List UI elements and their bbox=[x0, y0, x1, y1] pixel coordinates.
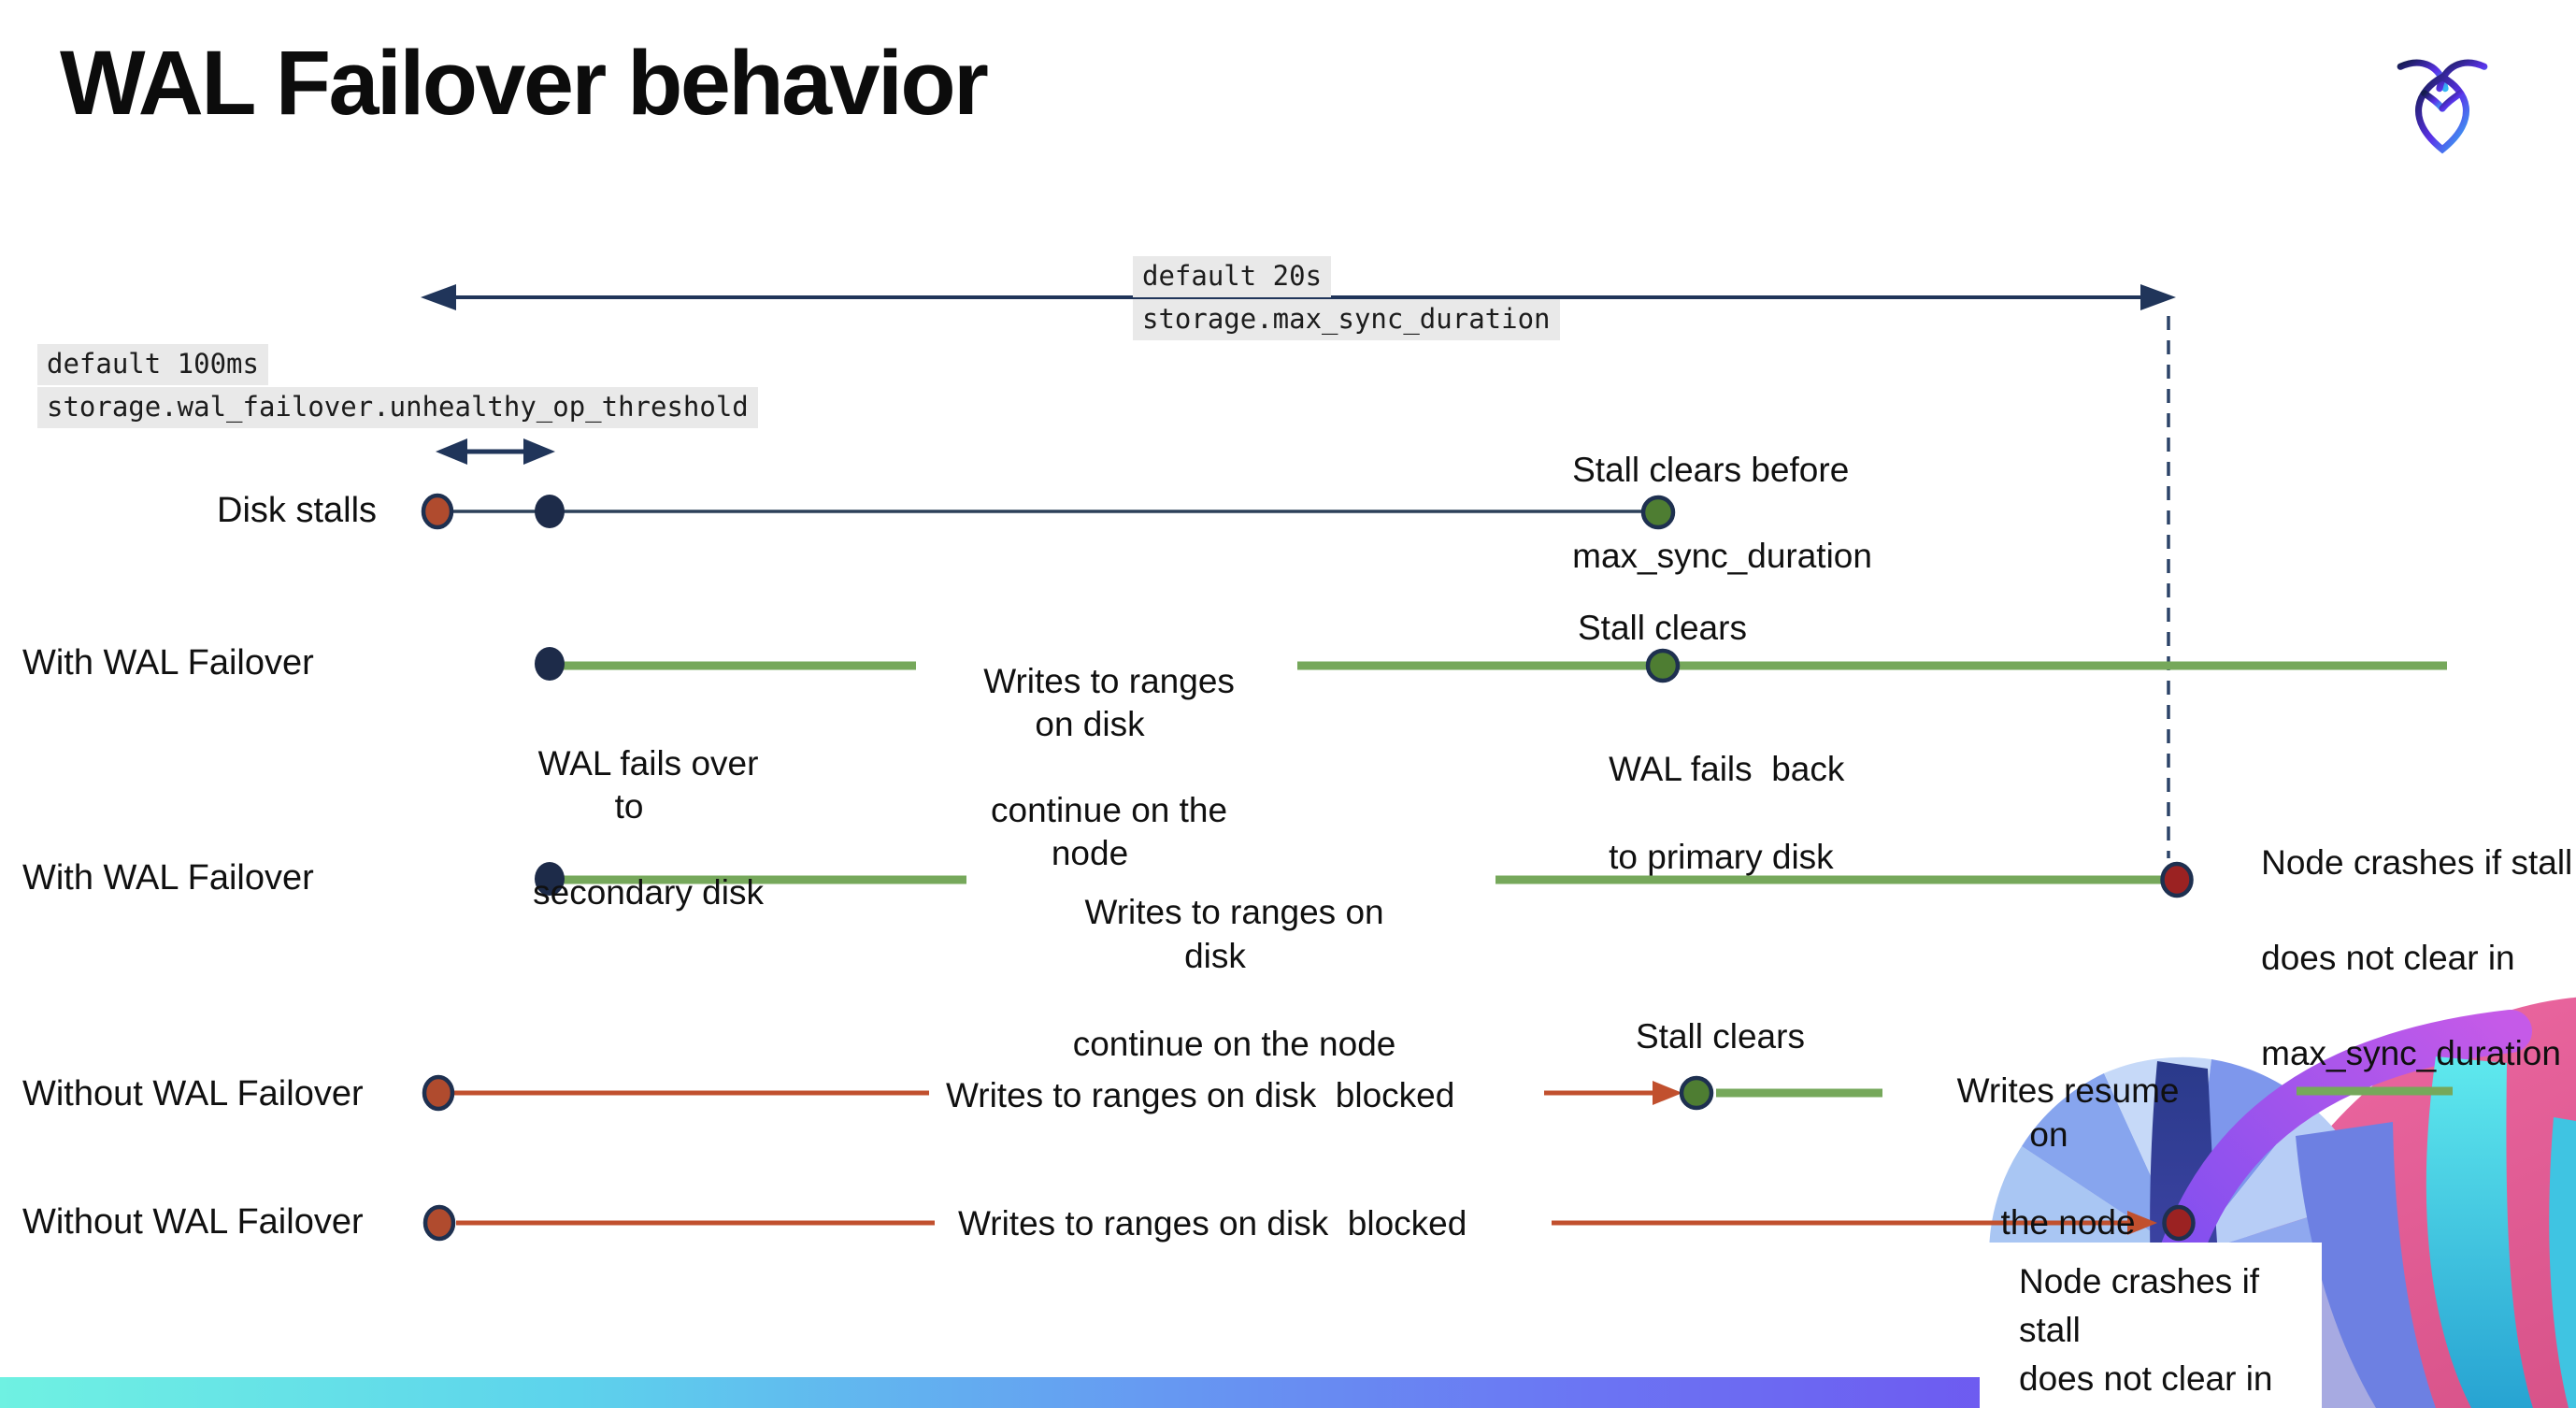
row5-stall-start-dot bbox=[422, 1204, 456, 1242]
setting-name: storage.max_sync_duration bbox=[1133, 299, 1560, 340]
annotation-line: Writes to ranges on disk bbox=[1084, 893, 1394, 975]
row2-stall-clears-dot bbox=[1645, 648, 1681, 683]
row1-failover-threshold-dot bbox=[535, 495, 565, 528]
cyan-leg-right bbox=[2549, 1117, 2576, 1408]
max-sync-duration-arrow bbox=[421, 284, 2176, 310]
annotation-line: does not clear in bbox=[2261, 939, 2515, 977]
arrowhead-left-icon bbox=[421, 284, 456, 310]
annotation-line: secondary disk bbox=[533, 873, 764, 912]
row5-crash-dot bbox=[2162, 1204, 2196, 1242]
row-label-with-wal-failover-2: With WAL Failover bbox=[22, 858, 314, 898]
annotation-line: does not clear in bbox=[2019, 1359, 2273, 1398]
row-label-without-wal-failover-1: Without WAL Failover bbox=[22, 1074, 364, 1113]
annotation-line: WAL fails back bbox=[1609, 750, 1845, 788]
node-crashes-annotation-row3: Node crashes if stall does not clear in … bbox=[2223, 791, 2572, 1125]
setting-default-value: default 100ms bbox=[37, 344, 268, 385]
row3-crash-dot bbox=[2160, 861, 2194, 898]
setting-default-value: default 20s bbox=[1133, 256, 1332, 297]
row-label-without-wal-failover-2: Without WAL Failover bbox=[22, 1202, 364, 1242]
writes-resume-annotation: Writes resume on the node bbox=[1909, 1025, 2189, 1288]
setting-name: storage.wal_failover.unhealthy_op_thresh… bbox=[37, 387, 758, 428]
row-label-with-wal-failover-1: With WAL Failover bbox=[22, 643, 314, 682]
writes-blocked-annotation-row4: Writes to ranges on disk blocked bbox=[946, 1076, 1455, 1114]
stall-clears-annotation-row2: Stall clears bbox=[1578, 609, 1747, 647]
row2-failover-dot bbox=[535, 647, 565, 681]
annotation-line: the node bbox=[2000, 1203, 2136, 1242]
row-label-disk-stalls: Disk stalls bbox=[217, 491, 378, 530]
annotation-line: WAL fails over to bbox=[537, 744, 768, 826]
writes-continue-annotation-row2: Writes to ranges on disk continue on the… bbox=[933, 617, 1247, 918]
wal-fails-over-annotation: WAL fails over to secondary disk bbox=[486, 699, 772, 957]
annotation-line: Writes to ranges on disk bbox=[983, 662, 1245, 743]
cyan-leg-left bbox=[2426, 1056, 2533, 1408]
stall-clears-annotation-row4: Stall clears bbox=[1636, 1017, 1805, 1056]
unhealthy-op-threshold-arrow bbox=[436, 438, 555, 465]
annotation-line: Writes resume on bbox=[1956, 1071, 2189, 1154]
writes-continue-annotation-row3: Writes to ranges on disk continue on the… bbox=[1019, 846, 1411, 1110]
max-sync-duration-setting-label: default 20s storage.max_sync_duration bbox=[1133, 256, 1560, 342]
arrowhead-left-icon bbox=[436, 438, 467, 465]
cockroachdb-logo-icon bbox=[2397, 59, 2488, 154]
wal-fails-back-annotation: WAL fails back to primary disk bbox=[1570, 703, 1844, 923]
row1-stall-clears-dot bbox=[1640, 495, 1676, 530]
row3-failover-dot bbox=[535, 862, 565, 896]
writes-blocked-annotation-row5: Writes to ranges on disk blocked bbox=[958, 1204, 1467, 1243]
arrowhead-right-icon bbox=[523, 438, 555, 465]
annotation-line: max_sync_duration bbox=[1572, 537, 1872, 575]
page-title: WAL Failover behavior bbox=[60, 32, 989, 134]
annotation-line: continue on the node bbox=[1072, 1025, 1396, 1063]
row4-stall-start-dot bbox=[422, 1074, 455, 1112]
row4-stall-clears-dot bbox=[1679, 1075, 1714, 1111]
annotation-line: Node crashes if stall bbox=[2261, 843, 2573, 882]
node-crashes-callout-row5: Node crashes if stall does not clear in … bbox=[1980, 1243, 2322, 1408]
periwinkle-leg bbox=[2296, 1122, 2436, 1408]
annotation-line: continue on the node bbox=[991, 791, 1238, 872]
unhealthy-op-threshold-setting-label: default 100ms storage.wal_failover.unhea… bbox=[37, 344, 758, 430]
annotation-line: Stall clears before bbox=[1572, 451, 1850, 489]
annotation-line: to primary disk bbox=[1609, 838, 1834, 876]
annotation-line: Node crashes if stall bbox=[2019, 1262, 2260, 1349]
annotation-line: max_sync_duration bbox=[2261, 1034, 2561, 1072]
row5-arrowhead-icon bbox=[2127, 1211, 2157, 1235]
row4-arrowhead-icon bbox=[1653, 1081, 1682, 1105]
stall-clears-before-annotation: Stall clears before max_sync_duration bbox=[1534, 406, 1872, 621]
row1-stall-start-dot bbox=[421, 493, 454, 530]
arrowhead-right-icon bbox=[2140, 284, 2176, 310]
